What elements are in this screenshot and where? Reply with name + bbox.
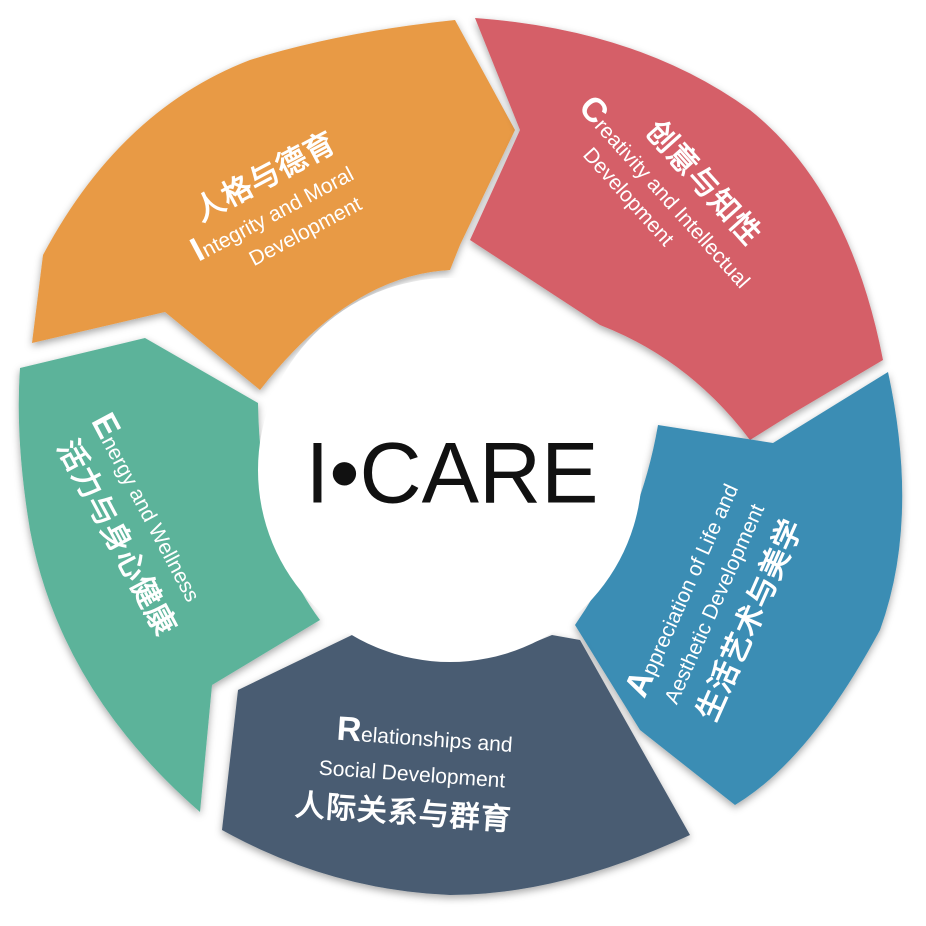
segment-appreciation [575,372,903,805]
segment-energy [18,338,320,812]
segment-relationships [222,635,690,895]
segment-integrity [32,20,515,390]
relationships-initial: R [336,710,363,750]
center-circle [258,278,642,662]
segment-creativity [470,18,883,440]
center-title: I•CARE [306,426,599,522]
